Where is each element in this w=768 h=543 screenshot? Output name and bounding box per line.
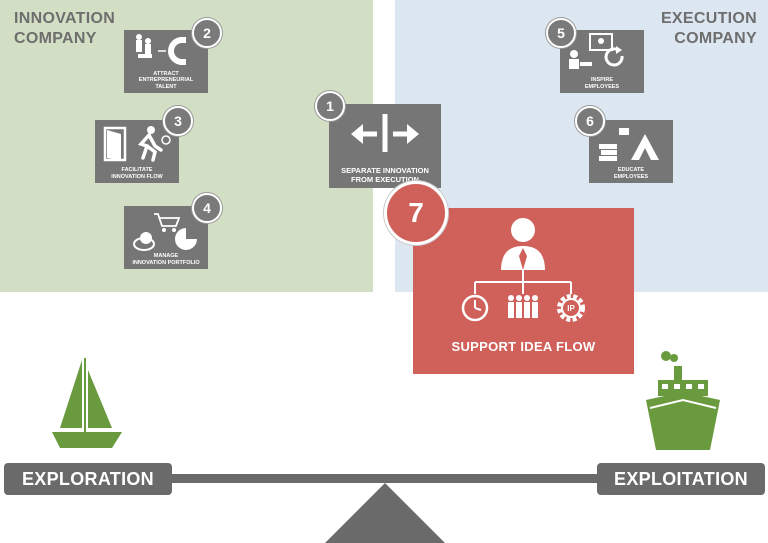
sailboat-icon: [52, 358, 122, 448]
inspire-employees-card: INSPIRE EMPLOYEES: [560, 30, 644, 93]
balance-beam: [170, 474, 600, 483]
facilitate-flow-card: FACILITATE INNOVATION FLOW: [95, 120, 179, 183]
step-badge-3: 3: [163, 106, 193, 136]
cargo-ship-icon: [646, 351, 720, 450]
educate-icon: [599, 128, 659, 161]
execution-company-heading: EXECUTION COMPANY: [660, 10, 757, 47]
separate-innovation-card: SEPARATE INNOVATION FROM EXECUTION: [329, 104, 441, 188]
team-icon: [508, 295, 538, 318]
org-chart-icon: IP: [461, 218, 585, 322]
clock-icon: [461, 294, 489, 322]
fulcrum-triangle: [325, 483, 445, 543]
door-runner-icon: [103, 126, 171, 162]
step-badge-4: 4: [192, 193, 222, 223]
exploration-label: EXPLORATION: [4, 463, 172, 495]
ip-gear-icon: IP: [557, 294, 585, 322]
exploitation-label: EXPLOITATION: [597, 463, 765, 495]
step-badge-7: 7: [384, 181, 448, 245]
step-badge-2: 2: [192, 18, 222, 48]
step-badge-6: 6: [575, 106, 605, 136]
step-badge-5: 5: [546, 18, 576, 48]
manage-portfolio-card: MANAGE INNOVATION PORTFOLIO: [124, 206, 208, 269]
educate-employees-card: EDUCATE EMPLOYEES: [589, 120, 673, 183]
svg-text:IP: IP: [567, 304, 575, 313]
talent-magnet-icon: [136, 34, 186, 65]
portfolio-icon: [133, 213, 197, 251]
step-badge-1: 1: [315, 91, 345, 121]
innovation-company-heading: INNOVATION COMPANY: [14, 10, 116, 47]
separate-arrows-icon: [351, 114, 419, 152]
inspire-icon: [569, 33, 624, 69]
support-idea-flow-label: SUPPORT IDEA FLOW: [451, 339, 596, 354]
attract-talent-card: ATTRACT ENTREPRENEURIAL TALENT: [124, 30, 208, 93]
support-idea-flow-card: IP SUPPORT IDEA FLOW: [413, 208, 634, 374]
